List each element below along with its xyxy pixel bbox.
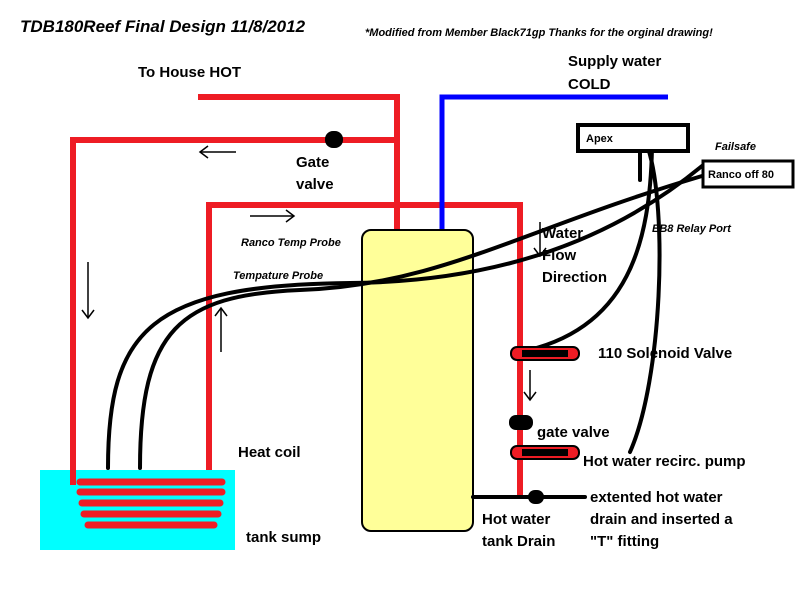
credit-note: *Modified from Member Black71gp Thanks f… xyxy=(365,27,713,39)
temp-probe-wire xyxy=(138,174,704,470)
control-wires xyxy=(106,146,704,499)
solenoid-valve-core xyxy=(522,350,568,357)
hot-pipe-left-return xyxy=(70,137,397,485)
ranco-temp-probe-label: Ranco Temp Probe xyxy=(241,237,341,249)
tank-drain-label-2: tank Drain xyxy=(482,533,555,550)
drain-valve xyxy=(528,490,544,504)
heat-coil xyxy=(76,478,226,529)
water-flow-label-2: Flow xyxy=(542,247,576,264)
temperature-probe-label: Tempature Probe xyxy=(233,270,323,282)
tank-sump-label: tank sump xyxy=(246,529,321,546)
arrow-down-icon xyxy=(523,370,537,402)
recirc-pump-label: Hot water recirc. pump xyxy=(583,453,746,470)
water-flow-label: Water xyxy=(542,225,583,242)
diagram-title: TDB180Reef Final Design 11/8/2012 xyxy=(20,17,306,36)
arrow-down-icon xyxy=(81,262,95,320)
recirc-pump-core xyxy=(522,449,568,456)
lower-gate-valve xyxy=(509,415,533,430)
apex-to-solenoid-wire xyxy=(518,146,654,354)
water-flow-label-3: Direction xyxy=(542,269,607,286)
ranco-off-label: Ranco off 80 xyxy=(708,169,774,181)
lower-gate-valve-label: gate valve xyxy=(537,424,610,441)
ranco-controller-box xyxy=(701,159,795,189)
tank-drain-label: Hot water xyxy=(482,511,551,528)
to-house-hot-label: To House HOT xyxy=(138,64,241,81)
arrow-up-icon xyxy=(214,306,228,352)
drain-note-label-3: "T" fitting xyxy=(590,533,659,550)
cold-water-pipe xyxy=(439,94,668,232)
heat-coil-label: Heat coil xyxy=(238,444,301,461)
hot-water-heater-tank xyxy=(361,229,474,532)
failsafe-label: Failsafe xyxy=(715,141,756,153)
gate-valve-label: Gate xyxy=(296,154,329,171)
solenoid-valve-label: 110 Solenoid Valve xyxy=(598,345,732,362)
arrow-right-icon xyxy=(250,209,296,223)
supply-water-cold-label: COLD xyxy=(568,76,611,93)
upper-gate-valve xyxy=(325,131,343,148)
drain-note-label: extented hot water xyxy=(590,489,723,506)
flow-arrows xyxy=(81,145,547,402)
supply-water-label: Supply water xyxy=(568,53,662,70)
apex-to-pump-wire xyxy=(628,146,662,454)
hot-pipe-to-house xyxy=(198,94,400,232)
gate-valve-label-2: valve xyxy=(296,176,334,193)
apex-label: Apex xyxy=(586,133,614,145)
ranco-probe-wire xyxy=(106,164,704,470)
arrow-left-icon xyxy=(198,145,236,159)
eb8-relay-label: EB8 Relay Port xyxy=(652,223,732,235)
apex-controller-box xyxy=(576,123,690,153)
drain-note-label-2: drain and inserted a xyxy=(590,511,733,528)
arrow-down-icon xyxy=(533,222,547,258)
